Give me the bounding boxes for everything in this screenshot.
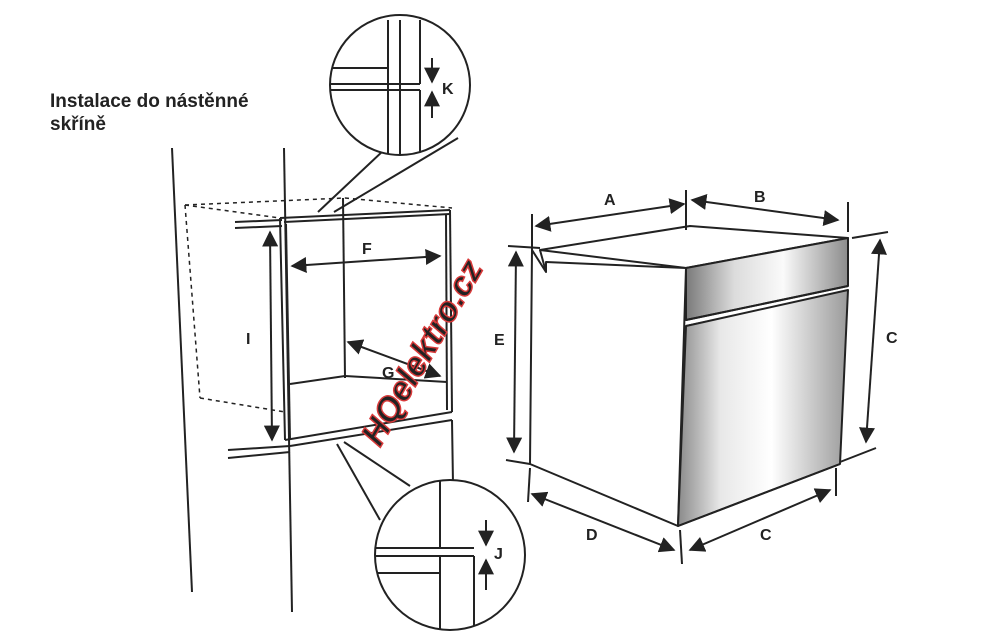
dimension-g: [346, 339, 442, 379]
dimension-f: [290, 248, 442, 274]
label-i: I: [246, 331, 250, 348]
label-d: D: [586, 527, 598, 544]
dimension-i: [262, 230, 280, 442]
label-f: F: [362, 241, 372, 258]
dimension-d: [527, 467, 676, 553]
detail-circle-bottom: J: [336, 441, 526, 631]
diagram-title: Instalace do nástěnné skříně: [50, 90, 249, 136]
dimension-b: [690, 194, 849, 232]
label-e: E: [494, 332, 505, 349]
title-line-1: Instalace do nástěnné: [50, 91, 249, 112]
dimension-c-vertical: [839, 231, 889, 463]
title-line-2: skříně: [50, 114, 106, 135]
dimension-c-bottom: [679, 468, 837, 565]
label-g: G: [382, 365, 394, 382]
label-a: A: [604, 192, 616, 209]
label-b: B: [754, 189, 766, 206]
detail-circle-top: K: [317, 14, 471, 213]
dimension-a: [531, 190, 687, 250]
label-j: J: [494, 546, 503, 563]
label-c-side: C: [886, 330, 898, 347]
wall-cabinet: [171, 147, 456, 613]
dimension-e: [505, 245, 541, 465]
label-c-front: C: [760, 527, 772, 544]
label-k: K: [442, 81, 454, 98]
oven: [529, 225, 849, 527]
